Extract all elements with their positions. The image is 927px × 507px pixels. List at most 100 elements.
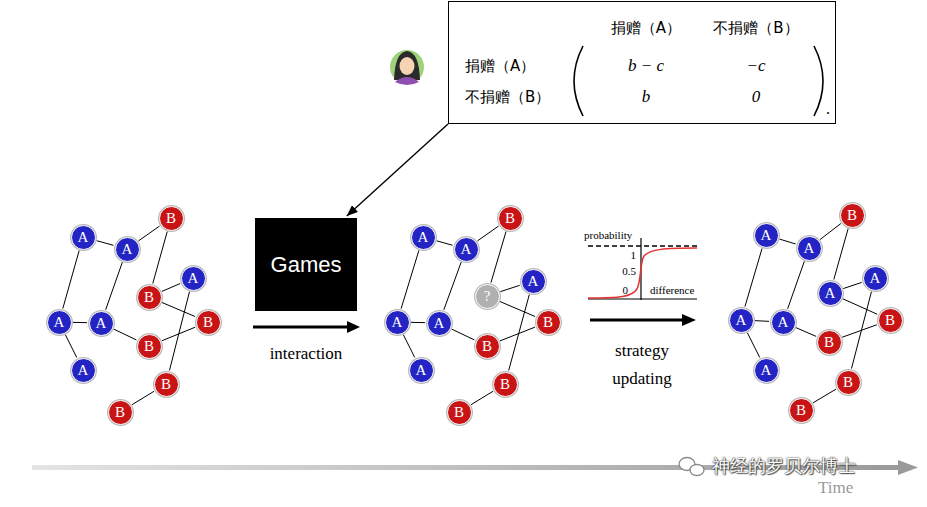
strategy-node: B	[840, 203, 865, 228]
strategy-letter: B	[824, 335, 834, 350]
arrow-head	[347, 321, 360, 333]
sigmoid-curve	[588, 248, 697, 298]
strategy-letter: B	[144, 339, 154, 354]
network-link	[411, 322, 425, 323]
strategy-letter: A	[416, 363, 427, 378]
strategy-letter: B	[144, 290, 154, 305]
avatar-fringe	[399, 54, 415, 61]
matrix-header: 捐赠（A）	[465, 57, 535, 75]
strategy-letter: B	[505, 211, 515, 226]
strategy-node: A	[521, 269, 546, 294]
process-arrow	[253, 326, 350, 329]
strategy-node: A	[427, 311, 452, 336]
strategy-node: B	[137, 334, 162, 359]
strategy-node: B	[159, 206, 184, 231]
strategy-letter: A	[434, 316, 445, 331]
matrix-bracket	[574, 46, 583, 116]
strategy-letter: B	[161, 377, 171, 392]
strategy-node: A	[47, 310, 72, 335]
strategy-letter: A	[78, 230, 89, 245]
strategy-letter: B	[847, 208, 857, 223]
watermark: 神经的罗贝尔博士	[712, 456, 856, 477]
avatar-hair	[394, 51, 420, 80]
network-link	[106, 262, 123, 310]
network-link	[500, 301, 535, 316]
strategy-node: B	[447, 400, 472, 425]
strategy-node: A	[181, 266, 206, 291]
strategy-node: B	[536, 310, 561, 335]
matrix-cell: −c	[746, 56, 765, 76]
process-label: interaction	[270, 344, 343, 364]
network-link	[477, 226, 498, 241]
network-link	[162, 302, 195, 316]
strategy-letter: B	[454, 405, 464, 420]
network-link	[843, 299, 877, 315]
strategy-letter: B	[166, 211, 176, 226]
strategy-node: A	[754, 223, 779, 248]
limit-line	[588, 245, 697, 246]
x-axis	[588, 298, 697, 299]
matrix-bracket	[814, 46, 823, 116]
strategy-letter: A	[96, 316, 107, 331]
strategy-letter: A	[392, 315, 403, 330]
network-link	[114, 329, 137, 340]
network-link	[132, 391, 154, 404]
strategy-node: A	[385, 310, 410, 335]
avatar-icon	[390, 50, 424, 85]
strategy-node: B	[836, 370, 861, 395]
payoff-matrix-box: 捐赠（A）不捐赠（B）捐赠（A）b − c−c不捐赠（B）b0	[448, 1, 836, 124]
strategy-letter: A	[188, 271, 199, 286]
strategy-letter: A	[736, 313, 747, 328]
time-arrow-head	[898, 460, 918, 475]
network-link	[65, 335, 76, 358]
network-link	[813, 389, 836, 403]
strategy-letter: B	[543, 315, 553, 330]
matrix-header: 不捐赠（B）	[713, 19, 798, 37]
strategy-letter: A	[804, 241, 815, 256]
network-link	[500, 285, 519, 291]
strategy-letter: A	[528, 274, 539, 289]
network-link	[63, 250, 79, 308]
network-link	[401, 250, 419, 308]
strategy-letter: A	[461, 242, 472, 257]
network-link	[97, 241, 114, 246]
tick-label: 0	[623, 284, 629, 297]
strategy-letter: B	[796, 403, 806, 418]
strategy-node: A	[754, 358, 779, 383]
strategy-node: A	[797, 236, 822, 261]
strategy-letter: A	[418, 230, 429, 245]
strategy-node: B	[789, 398, 814, 423]
network-link	[745, 248, 762, 306]
network-link	[444, 262, 461, 310]
strategy-letter: A	[761, 363, 772, 378]
strategy-node: A	[89, 311, 114, 336]
network-link	[788, 261, 805, 309]
process-label: strategy updating	[600, 337, 684, 393]
chat-bubble	[690, 465, 704, 476]
strategy-letter: B	[843, 375, 853, 390]
network-link	[509, 295, 530, 371]
network-link	[796, 328, 816, 337]
network-link	[834, 228, 848, 279]
tick-label: 0.5	[622, 265, 636, 278]
strategy-node: B	[493, 372, 518, 397]
axis-title: Time	[818, 478, 853, 498]
strategy-node: B	[498, 206, 523, 231]
network-link	[138, 226, 159, 241]
strategy-letter: A	[870, 271, 881, 286]
strategy-node: A	[115, 237, 140, 262]
strategy-letter: A	[122, 242, 133, 257]
wechat-icon	[679, 458, 704, 476]
strategy-node: A	[454, 237, 479, 262]
strategy-letter: ?	[484, 289, 491, 304]
strategy-node: A	[411, 225, 436, 250]
strategy-letter: B	[500, 377, 510, 392]
callout-arrow	[347, 124, 448, 216]
network-link	[843, 282, 861, 288]
strategy-node: A	[771, 310, 796, 335]
strategy-node: B	[154, 372, 179, 397]
matrix-header: 不捐赠（B）	[465, 88, 550, 106]
network-link	[403, 335, 414, 358]
strategy-node: B	[137, 285, 162, 310]
process-arrow	[590, 319, 684, 322]
